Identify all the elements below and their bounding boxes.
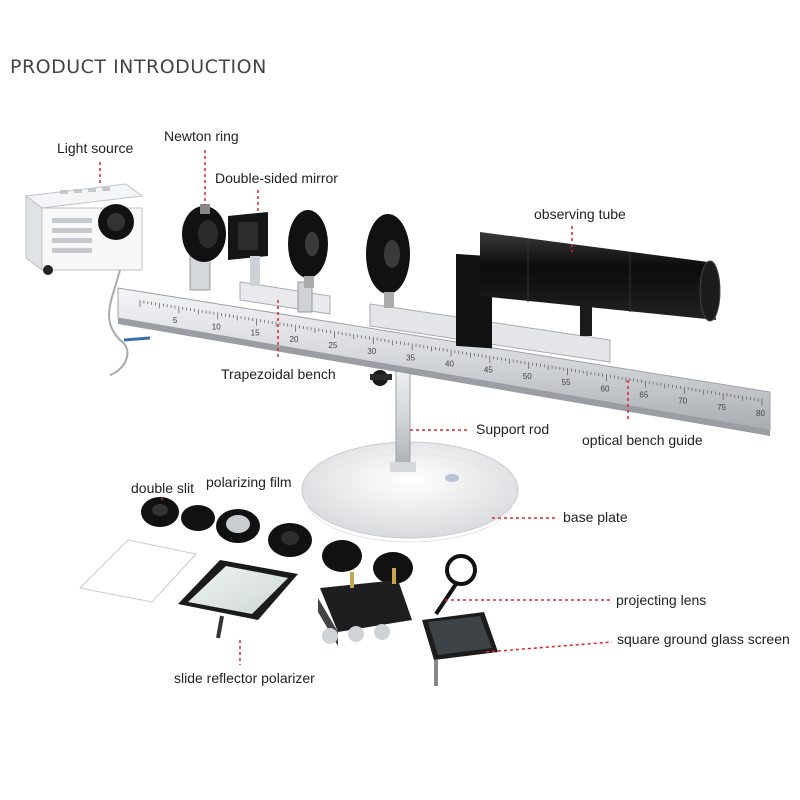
label-double-sided-mirror: Double-sided mirror	[215, 170, 338, 186]
label-slide-reflector-polarizer: slide reflector polarizer	[174, 670, 315, 686]
label-double-slit: double slit	[131, 480, 195, 496]
scale-label: 55	[562, 378, 571, 387]
scale-label: 45	[484, 366, 493, 375]
scale-label: 20	[290, 335, 299, 344]
scale-label: 30	[367, 347, 376, 356]
scale-label: 25	[328, 341, 337, 350]
scale-label: 80	[756, 409, 765, 418]
scale-label: 70	[678, 397, 687, 406]
label-square-ground-glass-screen: square ground glass screen	[617, 631, 790, 647]
label-polarizing-film: polarizing film	[206, 474, 292, 490]
double-sided-mirror	[228, 212, 268, 286]
slide-reflector-polarizer	[78, 539, 298, 639]
label-observing-tube: observing tube	[534, 206, 626, 222]
optical-bench: 5 10 15 20 25 30 35 40 45 50 55 60 65 70 75 80	[117, 287, 771, 436]
observing-tube	[456, 232, 721, 349]
scale-label: 60	[601, 384, 610, 393]
newton-ring	[182, 204, 226, 291]
square-ground-glass-screen	[422, 612, 498, 686]
scale-label: 65	[639, 390, 648, 399]
double-slit	[141, 497, 179, 527]
scale-label: 40	[445, 360, 454, 369]
leader-lines	[99, 150, 629, 665]
scale-label: 35	[406, 353, 415, 362]
slit-adjuster	[318, 568, 412, 646]
bench-scale: 5 10 15 20 25 30 35 40 45 50 55 60 65 70 75 80	[139, 300, 765, 418]
scale-label: 15	[251, 329, 260, 338]
scale-label: 75	[717, 403, 726, 412]
label-light-source: Light source	[57, 140, 134, 156]
light-source	[24, 183, 151, 376]
scale-label: 50	[523, 372, 532, 381]
lens-holder	[366, 214, 410, 308]
page-title: PRODUCT INTRODUCTION	[10, 56, 267, 78]
projecting-lens	[434, 554, 477, 616]
lens-holder	[288, 210, 328, 288]
polarizing-film	[181, 505, 260, 543]
scale-label: 10	[212, 322, 221, 331]
label-optical-bench-guide: optical bench guide	[582, 432, 703, 448]
scale-label: 5	[173, 316, 178, 325]
label-support-rod: Support rod	[476, 421, 550, 437]
label-newton-ring: Newton ring	[164, 128, 239, 144]
label-trapezoidal-bench: Trapezoidal bench	[221, 366, 336, 382]
label-base-plate: base plate	[563, 509, 628, 525]
label-projecting-lens: projecting lens	[616, 592, 707, 608]
